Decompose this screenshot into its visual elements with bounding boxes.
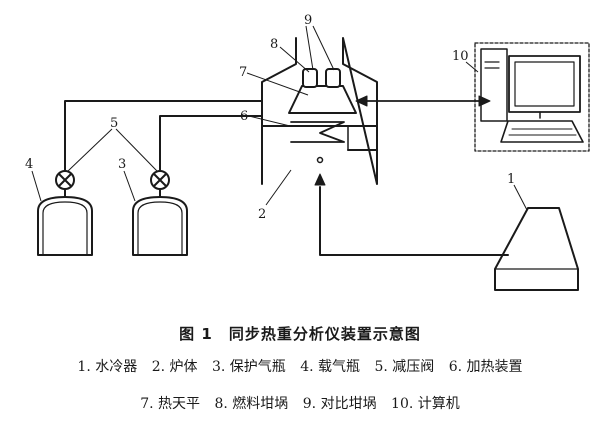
protective-gas-cylinder (132, 196, 188, 256)
callout-9: 9 (304, 13, 312, 28)
callout-5: 5 (110, 116, 118, 131)
callout-7: 7 (239, 65, 247, 80)
legend-item-9: 9. 对比坩埚 (302, 396, 377, 412)
legend-item-3: 3. 保护气瓶 (211, 359, 286, 375)
heating-device (290, 121, 345, 143)
leader-4 (31, 170, 42, 202)
figure-title: 图 1 同步热重分析仪装置示意图 (179, 325, 421, 343)
leader-3 (123, 170, 136, 202)
legend-item-10: 10. 计算机 (391, 396, 460, 412)
leader-5a (67, 128, 113, 172)
callout-4: 4 (25, 157, 33, 172)
leader-1 (513, 184, 528, 211)
legend-item-7: 7. 热天平 (140, 396, 201, 412)
legend-item-2: 2. 炉体 (151, 359, 198, 375)
callout-6: 6 (240, 109, 248, 124)
fuel-crucible (302, 68, 318, 88)
legend-item-8: 8. 燃料坩埚 (214, 396, 289, 412)
leader-5b (115, 128, 158, 172)
leader-7 (246, 72, 309, 96)
leader-9a (305, 25, 314, 71)
apparatus-diagram: 1 2 3 4 5 6 7 8 9 10 (25, 13, 590, 291)
legend-row-1: 1. 水冷器 2. 炉体 3. 保护气瓶 4. 载气瓶 5. 减压阀 6. 加热… (0, 356, 600, 376)
legend-row-2: 7. 热天平 8. 燃料坩埚 9. 对比坩埚 10. 计算机 (0, 393, 600, 413)
leader-9b (312, 25, 335, 71)
legend-item-5: 5. 减压阀 (374, 359, 435, 375)
furnace-body (261, 37, 378, 185)
pressure-valve-right (150, 170, 170, 198)
callout-10: 10 (452, 49, 469, 64)
leader-6 (248, 115, 291, 127)
legend-item-1: 1. 水冷器 (77, 359, 138, 375)
cooling-water-line (319, 186, 509, 256)
callout-3: 3 (118, 157, 126, 172)
computer (474, 42, 590, 152)
water-cooler (494, 207, 579, 291)
callout-8: 8 (270, 37, 278, 52)
pressure-valve-left (55, 170, 75, 198)
callout-2: 2 (258, 207, 266, 222)
callout-1: 1 (507, 172, 515, 187)
carrier-gas-cylinder (37, 196, 93, 256)
shield-gas-line (159, 115, 263, 172)
thermobalance (288, 85, 357, 114)
legend-item-6: 6. 加热装置 (448, 359, 523, 375)
leader-8 (279, 46, 310, 73)
carrier-gas-line (64, 100, 263, 172)
legend-item-4: 4. 载气瓶 (300, 359, 361, 375)
leader-2 (265, 169, 292, 206)
leader-10 (465, 61, 479, 73)
reference-crucible (325, 68, 341, 88)
